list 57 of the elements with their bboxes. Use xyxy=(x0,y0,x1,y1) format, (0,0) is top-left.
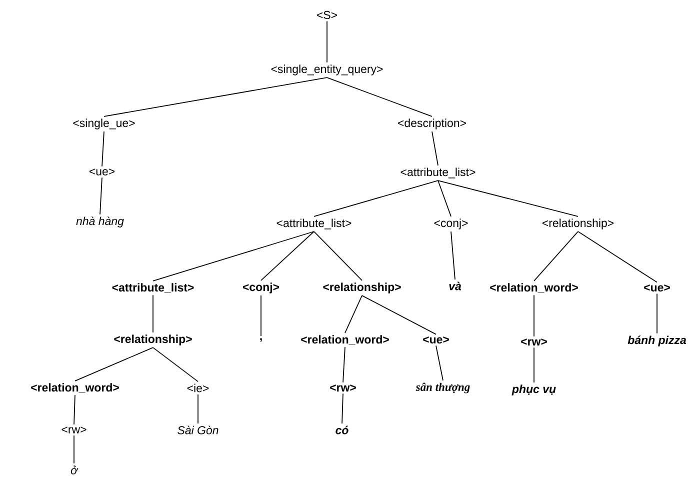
tree-node-label: <relationship> xyxy=(114,334,192,346)
tree-node-label: , xyxy=(260,338,262,342)
tree-node-label: <attribute_list> xyxy=(276,218,352,230)
tree-node-label: <relation_word> xyxy=(301,335,389,345)
tree-node-label: <S> xyxy=(317,10,337,20)
tree-branch xyxy=(74,394,76,425)
tree-branch xyxy=(362,295,436,335)
tree-branch xyxy=(260,231,314,281)
tree-node-label: <attribute_list> xyxy=(400,168,476,178)
tree-branch xyxy=(152,294,154,333)
tree-node-label: <relationship> xyxy=(542,218,614,230)
tree-branch xyxy=(326,77,432,117)
tree-node-label: <attribute_list> xyxy=(112,283,194,293)
tree-node-label: <conj> xyxy=(434,218,468,230)
tree-branch xyxy=(152,231,314,282)
tree-node-label: phục vụ xyxy=(512,384,556,396)
tree-branch xyxy=(102,131,104,167)
tree-node-label: <single_entity_query> xyxy=(271,64,383,76)
tree-node-label: <rw> xyxy=(62,426,86,434)
tree-node-label: Sài Gòn xyxy=(178,426,218,434)
tree-branch xyxy=(100,177,102,215)
tree-branch xyxy=(74,347,154,382)
tree-node-label: <ue> xyxy=(89,168,115,176)
tree-branch xyxy=(344,295,362,334)
tree-node-label: <description> xyxy=(398,118,466,130)
tree-node-label: <relationship> xyxy=(323,282,401,294)
tree-node-label: <ue> xyxy=(644,284,670,292)
tree-node-label: <relation_word> xyxy=(31,383,119,393)
tree-branch xyxy=(104,77,328,117)
tree-node-label: ở xyxy=(70,466,78,474)
tree-node-label: <single_ue> xyxy=(73,118,135,130)
tree-branch xyxy=(534,231,578,282)
tree-node-label: <ue> xyxy=(423,336,449,344)
tree-node-label: nhà hàng xyxy=(76,216,124,228)
tree-node-label: bánh pizza xyxy=(628,336,686,346)
tree-branch xyxy=(578,231,658,283)
tree-branch xyxy=(342,346,346,383)
tree-node-label: <rw> xyxy=(330,384,356,392)
tree-node-label: và xyxy=(449,282,462,290)
tree-node-label: <relation_word> xyxy=(490,283,578,293)
tree-branch xyxy=(314,231,362,281)
tree-branch xyxy=(432,131,438,166)
tree-branch xyxy=(326,20,328,63)
tree-branch xyxy=(438,180,578,217)
tree-node-label: <ie> xyxy=(187,384,209,392)
tree-node-label: có xyxy=(336,426,348,434)
tree-branch xyxy=(436,345,444,381)
tree-branch xyxy=(342,393,344,424)
tree-branch xyxy=(656,293,658,334)
tree-node-label: sân thượng xyxy=(416,382,470,394)
tree-branch xyxy=(152,347,198,382)
tree-node-label: <rw> xyxy=(521,338,547,346)
tree-branch xyxy=(260,295,262,336)
tree-branch xyxy=(314,180,438,217)
tree-branch xyxy=(450,231,456,280)
tree-branch xyxy=(438,180,452,217)
tree-node-label: <conj> xyxy=(242,282,280,294)
